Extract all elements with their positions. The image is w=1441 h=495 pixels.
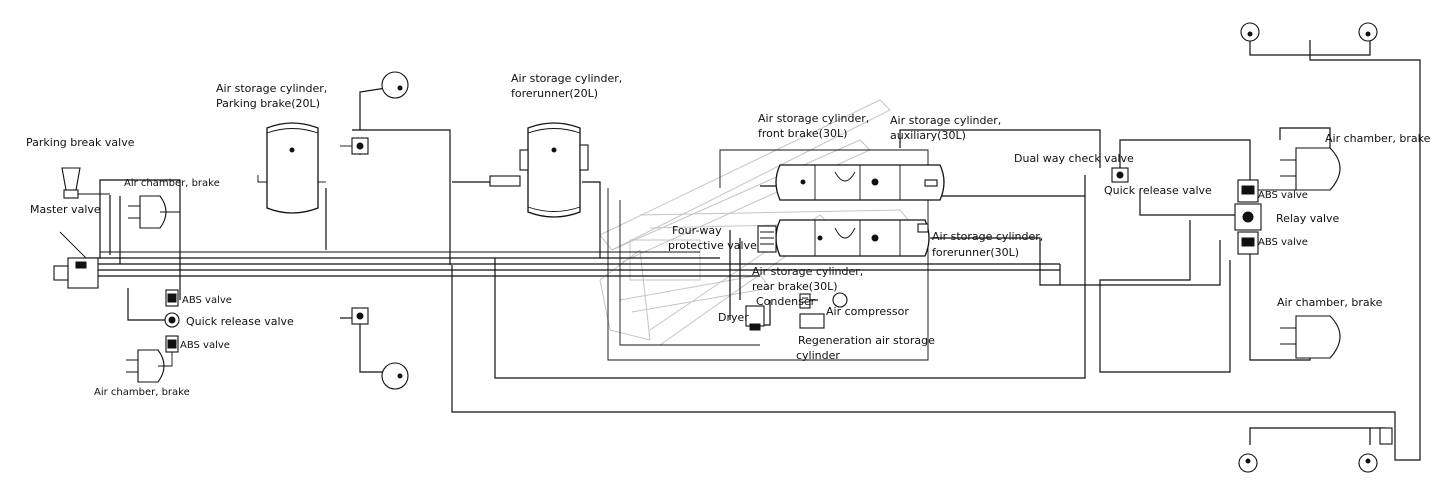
relay-valve-lower-left-icon: [351, 307, 369, 325]
label-air-chamber-left-bottom: Air chamber, brake: [94, 387, 190, 398]
label-quick-release-left: Quick release valve: [186, 315, 294, 328]
abs-valve-left-bottom-icon: [165, 335, 179, 353]
label-air-chamber-right-top: Air chamber, brake: [1325, 132, 1431, 145]
label-air-compressor: Air compressor: [826, 305, 909, 318]
label-forerunner-top-line1: Air storage cylinder,: [511, 72, 622, 85]
label-auxiliary-line1: Air storage cylinder,: [890, 114, 1001, 127]
forerunner-20l-tank: [480, 122, 589, 218]
label-condenser: Condenser: [756, 295, 816, 308]
dryer-icon: [745, 305, 765, 331]
label-forerunner-top-line2: forerunner(20L): [511, 87, 598, 100]
label-parking-cylinder-line2: Parking brake(20L): [216, 97, 320, 110]
condenser-icon: [799, 293, 811, 309]
label-air-chamber-right-bottom: Air chamber, brake: [1277, 296, 1383, 309]
label-four-way-line2: protective valve: [668, 239, 757, 252]
label-dual-way-check-valve: Dual way check valve: [1014, 152, 1134, 165]
label-abs-valve-left-bottom: ABS valve: [180, 340, 230, 351]
label-forerunner-right-line1: Air storage cylinder,: [932, 230, 1043, 243]
regeneration-cylinder-icon: [799, 313, 825, 329]
label-abs-valve-left-top: ABS valve: [182, 295, 232, 306]
wheel-icon-bottom-left: [381, 362, 409, 390]
label-dryer: Dryer: [718, 311, 749, 324]
label-parking-cylinder-line1: Air storage cylinder,: [216, 82, 327, 95]
wheel-symbols: [381, 22, 1378, 473]
wheel-icon-top-left: [381, 71, 409, 99]
label-master-valve: Master valve: [30, 203, 101, 216]
label-auxiliary-line2: auxiliary(30L): [890, 129, 966, 142]
four-way-protective-valve-icon: [757, 225, 777, 253]
master-valve-icon: [53, 231, 99, 289]
label-parking-break-valve: Parking break valve: [26, 136, 135, 149]
label-rear-brake-line2: rear brake(30L): [752, 280, 838, 293]
labels: Parking break valve Master valve Air cha…: [26, 72, 1431, 398]
air-compressor-icon: [832, 292, 848, 308]
label-air-chamber-left-top: Air chamber, brake: [124, 178, 220, 189]
dual-way-check-valve-icon: [1111, 167, 1129, 183]
label-relay-valve: Relay valve: [1276, 212, 1340, 225]
label-forerunner-right-line2: forerunner(30L): [932, 246, 1019, 259]
air-chamber-brake-left-top-icon: [128, 195, 180, 229]
label-regeneration-line1: Regeneration air storage: [798, 334, 935, 347]
valve-bottom-right-icon: [1379, 427, 1393, 445]
label-abs-valve-right-top: ABS valve: [1258, 190, 1308, 201]
valves: [53, 137, 1393, 445]
label-four-way-line1: Four-way: [672, 224, 722, 237]
label-rear-brake-line1: Air storage cylinder,: [752, 265, 863, 278]
label-front-brake-line1: Air storage cylinder,: [758, 112, 869, 125]
abs-valve-left-top-icon: [165, 289, 179, 307]
air-chamber-brake-right-bottom-icon: [1280, 315, 1341, 359]
label-front-brake-line2: front brake(30L): [758, 127, 847, 140]
relay-valve-upper-left-icon: [340, 137, 369, 155]
label-abs-valve-right-bottom: ABS valve: [1258, 237, 1308, 248]
quick-release-valve-left-icon: [164, 312, 180, 328]
front-brake-auxiliary-tank: [775, 164, 945, 201]
label-regeneration-line2: cylinder: [796, 349, 840, 362]
forerunner-rear-brake-tank: [775, 219, 930, 257]
air-storage-tanks: [257, 122, 945, 257]
air-chamber-brake-right-top-icon: [1258, 147, 1341, 191]
parking-break-valve-icon: [61, 167, 110, 199]
label-quick-release-right: Quick release valve: [1104, 184, 1212, 197]
relay-valve-right-icon: [1234, 179, 1262, 255]
air-chamber-brake-left-bottom-icon: [126, 349, 173, 383]
parking-brake-tank: [257, 122, 326, 214]
